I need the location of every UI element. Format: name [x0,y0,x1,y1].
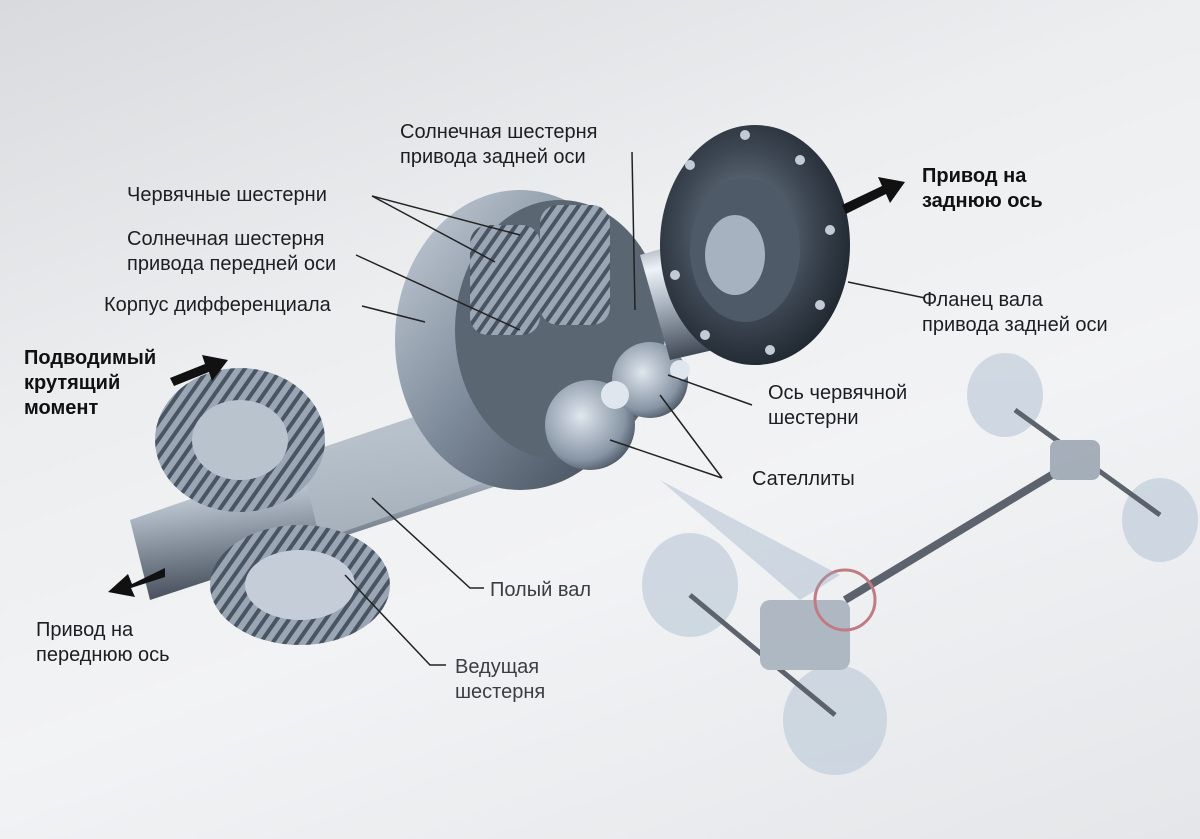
label-input-torque: Подводимый крутящий момент [24,346,156,421]
label-line: Ось червячной [768,382,908,404]
car-drivetrain-inset [642,353,1198,775]
wheel-rear-right [1122,478,1198,562]
label-line: заднюю ось [922,190,1043,212]
label-sun-gear-rear-axle: Солнечная шестерня привода задней оси [400,120,598,170]
wheel-front-left [642,533,738,637]
wheel-front-right [783,665,887,775]
label-rear-shaft-flange: Фланец вала привода задней оси [922,288,1108,338]
differential-assembly [130,125,850,645]
label-line: Фланец вала [922,289,1043,311]
label-line: привода передней оси [127,253,337,275]
leader-drive-gear [344,574,446,666]
label-line: шестерни [768,407,859,429]
label-satellites: Сателлиты [752,467,855,492]
front-drive-arrow [108,568,165,597]
label-line: Солнечная шестерня [400,121,598,143]
label-worm-gears: Червячные шестерни [127,183,327,208]
label-line: Ведущая [455,656,540,678]
rear-drive-arrow [842,177,905,214]
leader-worm-2 [371,195,496,263]
direction-arrows [108,177,905,597]
leader-satellite-2 [659,394,723,479]
leader-lines [344,151,926,666]
label-worm-gear-axle: Ось червячной шестерни [768,381,907,431]
front-gearbox [760,600,850,670]
label-line: Солнечная шестерня [127,228,325,250]
flange-hub [705,215,765,295]
label-line: Подводимый [24,347,157,369]
leader-satellite-1 [609,439,723,479]
label-line: Полый вал [490,579,592,601]
label-line: Червячные шестерни [127,184,327,206]
label-line: переднюю ось [36,644,170,666]
leader-hollow-shaft [371,497,484,589]
label-differential-housing: Корпус дифференциала [104,293,331,318]
leader-worm-1 [371,195,521,236]
leader-sun-rear [631,151,636,311]
leader-housing [361,305,426,323]
label-hollow-shaft: Полый вал [490,578,591,603]
drive-gear-hub [245,550,355,620]
satellite-gear-2 [612,342,688,418]
worm-axle-end [601,381,629,409]
label-line: Сателлиты [752,468,855,490]
propeller-shaft [842,466,1063,604]
flange-bolts [670,130,835,355]
worm-gear-1 [470,225,540,335]
leader-flange [847,281,926,299]
rear-diff-housing [1050,440,1100,480]
label-front-axle-drive: Привод на переднюю ось [36,618,170,668]
worm-axle-end-2 [670,360,690,380]
label-line: шестерня [455,681,546,703]
input-gear-hub [192,400,288,480]
label-line: крутящий [24,372,121,394]
leader-sun-front [355,254,521,331]
label-line: привода задней оси [922,314,1108,336]
input-torque-arrow [170,355,228,386]
leader-worm-axle [667,374,753,406]
label-sun-gear-front-axle: Солнечная шестерня привода передней оси [127,227,336,277]
label-line: Привод на [922,165,1027,187]
label-line: Привод на [36,619,134,641]
worm-gear-2 [540,205,610,325]
label-line: привода задней оси [400,146,586,168]
label-drive-gear: Ведущая шестерня [455,655,545,705]
label-line: Корпус дифференциала [104,294,331,316]
label-rear-axle-drive: Привод на заднюю ось [922,164,1043,214]
center-diff-highlight-circle [813,568,877,632]
zoom-beam [660,480,840,600]
label-line: момент [24,397,99,419]
